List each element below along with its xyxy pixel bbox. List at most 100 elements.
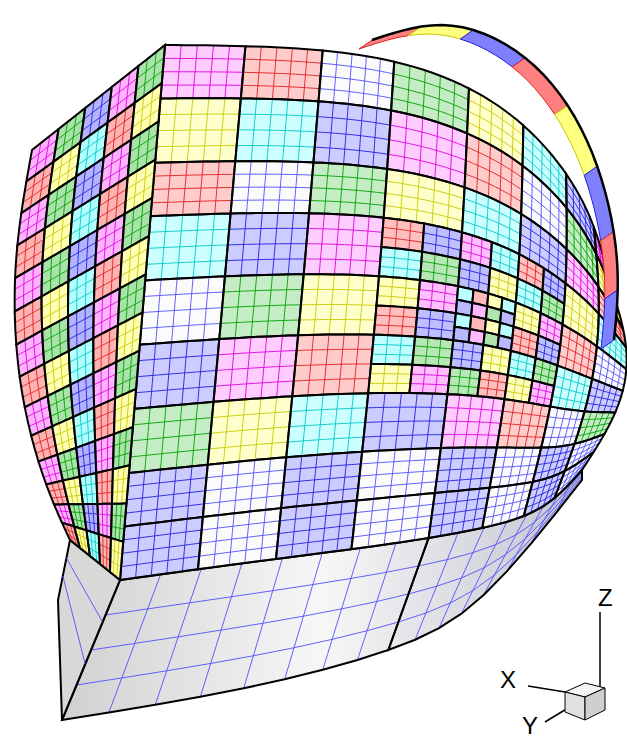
mesh-block	[276, 500, 357, 559]
grid-line	[443, 434, 499, 436]
grid-line	[144, 59, 148, 96]
grid-line	[132, 317, 135, 355]
grid-line	[82, 494, 97, 495]
mesh-block	[379, 247, 422, 280]
grid-line	[492, 473, 535, 477]
grid-line	[17, 342, 42, 356]
mesh-block	[155, 98, 241, 162]
grid-line	[113, 539, 115, 574]
grid-line	[23, 385, 46, 397]
grid-line	[480, 239, 482, 265]
grid-line	[61, 217, 64, 252]
grid-line	[59, 251, 60, 286]
grid-line	[503, 411, 548, 417]
grid-line	[381, 257, 422, 262]
grid-line	[77, 241, 79, 277]
block-border	[134, 339, 219, 409]
grid-line	[516, 353, 519, 377]
grid-line	[521, 379, 525, 402]
mesh-block	[304, 213, 384, 276]
grid-line	[115, 402, 135, 411]
grid-line	[282, 488, 358, 495]
grid-line	[446, 257, 448, 284]
grid-line	[390, 277, 392, 306]
grid-line	[311, 188, 385, 194]
block-border	[111, 504, 126, 542]
grid-line	[242, 85, 320, 88]
grid-line	[301, 304, 377, 306]
grid-line	[376, 315, 417, 318]
grid-line	[407, 250, 409, 279]
grid-line	[478, 388, 505, 391]
grid-line	[421, 261, 459, 268]
grid-line	[122, 467, 124, 504]
grid-line	[377, 296, 418, 299]
grid-line	[218, 351, 297, 355]
grid-line	[519, 330, 522, 354]
grid-line	[71, 385, 93, 396]
axis-label: X	[500, 668, 516, 692]
grid-line	[364, 435, 443, 437]
grid-line	[433, 498, 488, 504]
grid-line	[119, 504, 121, 541]
grid-line	[133, 96, 160, 115]
grid-line	[209, 442, 288, 449]
grid-line	[95, 446, 113, 452]
grid-line	[77, 347, 78, 381]
grid-line	[99, 544, 110, 549]
grid-line	[98, 524, 111, 526]
grid-line	[117, 541, 119, 578]
grid-line	[147, 261, 227, 265]
mesh-block	[585, 379, 623, 413]
grid-line	[484, 507, 526, 517]
grid-line	[55, 392, 59, 423]
grid-line	[431, 282, 433, 310]
grid-line	[425, 338, 428, 366]
block-border	[482, 482, 532, 528]
block-border	[286, 393, 368, 457]
grid-line	[67, 495, 82, 496]
block-border	[281, 452, 362, 508]
block-border	[368, 364, 412, 393]
grid-line	[68, 326, 93, 339]
grid-line	[468, 369, 471, 395]
grid-line	[128, 246, 131, 284]
grid-line	[448, 229, 450, 256]
grid-line	[85, 271, 87, 307]
grid-line	[222, 305, 301, 308]
grid-line	[57, 511, 71, 512]
mesh-block	[208, 396, 293, 464]
grid-line	[45, 362, 69, 374]
grid-line	[50, 291, 51, 325]
grid-line	[302, 289, 377, 290]
grid-line	[535, 365, 557, 372]
grid-line	[94, 410, 114, 419]
grid-line	[34, 436, 54, 445]
grid-line	[136, 386, 215, 393]
block-border	[129, 402, 214, 473]
grid-line	[211, 427, 290, 433]
grid-line	[356, 504, 434, 512]
block-border	[376, 276, 419, 308]
mesh-block	[113, 427, 133, 469]
grid-line	[506, 391, 530, 395]
grid-line	[498, 271, 500, 296]
block-border	[441, 394, 505, 448]
grid-line	[78, 504, 82, 529]
grid-line	[108, 366, 110, 402]
grid-line	[510, 359, 535, 366]
grid-line	[137, 241, 140, 279]
mesh-block	[76, 441, 96, 477]
grid-line	[85, 522, 98, 524]
grid-line	[90, 101, 94, 136]
grid-line	[30, 175, 35, 207]
grid-line	[548, 417, 582, 420]
grid-line	[94, 374, 116, 385]
block-border	[554, 452, 593, 498]
grid-line	[93, 350, 116, 362]
grid-line	[546, 427, 580, 429]
mesh-block	[313, 101, 391, 169]
grid-line	[441, 311, 444, 338]
grid-line	[540, 360, 543, 382]
mesh-block	[504, 375, 532, 403]
